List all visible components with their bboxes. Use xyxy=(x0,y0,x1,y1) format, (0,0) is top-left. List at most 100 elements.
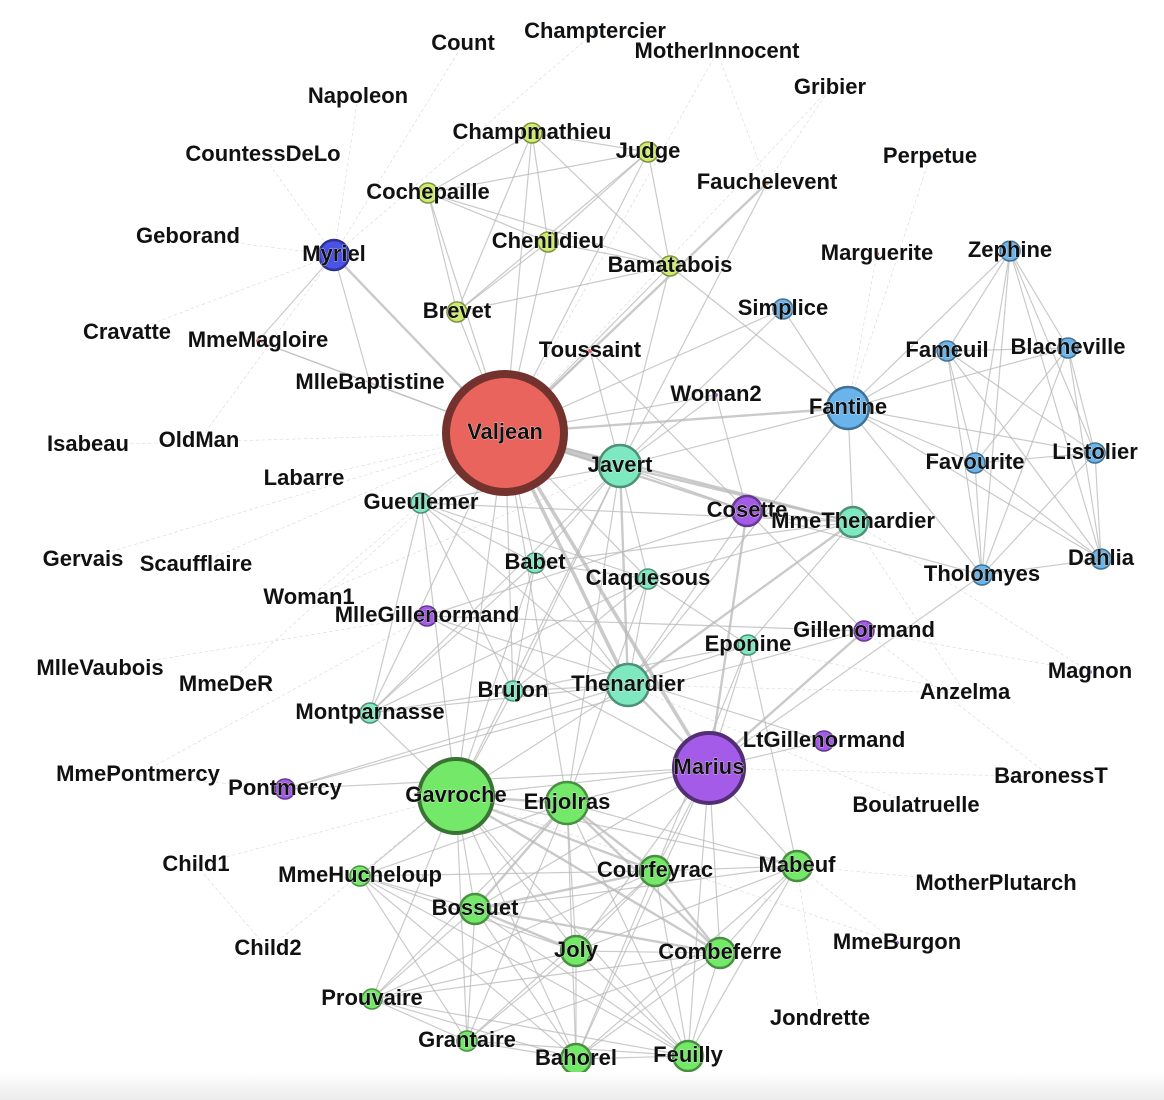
edge-fantine-zephine xyxy=(847,250,1011,409)
node-bossuet xyxy=(458,892,492,926)
node-myriel xyxy=(317,238,351,272)
node-combeferre xyxy=(703,936,737,970)
edge-marius-feuilly xyxy=(687,767,710,1057)
node-mlle-gillenormand xyxy=(416,605,438,627)
edge-valjean-mother-innocent xyxy=(504,51,718,434)
node-champmathieu xyxy=(521,122,543,144)
edge-courfeyrac-mabeuf xyxy=(654,865,798,872)
edge-valjean-marius xyxy=(503,431,711,770)
node-brujon xyxy=(502,680,524,702)
label-baroness-t: BaronessT xyxy=(994,763,1108,788)
edge-myriel-mlle-baptistine xyxy=(333,254,371,384)
label-champmathieu: Champmathieu xyxy=(453,119,612,144)
edge-cosette-toussaint xyxy=(589,350,748,512)
edge-cochepaille-chenildieu xyxy=(427,192,549,243)
edge-babet-montparnasse xyxy=(369,562,536,714)
edge-claquesous-brujon xyxy=(512,578,649,692)
edge-judge-cochepaille xyxy=(427,151,649,194)
edge-fameuil-favourite xyxy=(946,350,976,464)
label-boulatruelle: Boulatruelle xyxy=(852,792,979,817)
node-gueulemer xyxy=(410,492,432,514)
node-zephine xyxy=(999,240,1021,262)
edge-courfeyrac-bahorel xyxy=(575,870,656,1060)
edge-fantine-perpetue xyxy=(847,156,931,409)
label-thenardier: Thenardier xyxy=(571,671,685,696)
edge-claquesous-montparnasse xyxy=(369,578,649,714)
edge-marius-bossuet xyxy=(474,767,710,910)
label-gribier: Gribier xyxy=(794,74,867,99)
node-woman2 xyxy=(714,393,718,397)
edge-gavroche-mabeuf xyxy=(455,795,798,867)
label-mme-burgon: MmeBurgon xyxy=(833,929,961,954)
edge-combeferre-grantaire xyxy=(466,952,721,1042)
edge-favourite-tholomyes xyxy=(974,462,983,576)
node-fameuil xyxy=(936,340,958,362)
label-babet: Babet xyxy=(504,549,566,574)
edge-eponine-mabeuf xyxy=(747,644,798,867)
edge-champmathieu-brevet xyxy=(456,132,533,313)
edge-mme-thenardier-magnon xyxy=(852,521,1091,673)
edge-claquesous-eponine xyxy=(647,578,749,646)
label-cochepaille: Cochepaille xyxy=(366,179,489,204)
edge-chenildieu-brevet xyxy=(456,241,549,313)
edge-bahorel-feuilly xyxy=(575,1055,689,1060)
label-feuilly: Feuilly xyxy=(653,1042,723,1067)
edge-valjean-labarre xyxy=(303,432,506,480)
edge-thenardier-boulatruelle xyxy=(627,684,917,807)
edge-mlle-gillenormand-marius xyxy=(426,615,710,769)
edge-gillenormand-pontmercy xyxy=(284,630,865,790)
label-pontmercy: Pontmercy xyxy=(228,775,342,800)
node-mme-burgon xyxy=(895,941,899,945)
node-mme-hucheloup xyxy=(349,865,371,887)
edge-gavroche-grantaire xyxy=(455,795,468,1042)
edge-fauchelevent-javert xyxy=(619,182,768,467)
edge-favourite-dahlia xyxy=(974,462,1102,560)
label-bahorel: Bahorel xyxy=(535,1045,617,1070)
edge-child1-child2 xyxy=(195,864,269,950)
edge-cosette-gillenormand xyxy=(746,510,865,632)
edge-mabeuf-mme-burgon xyxy=(796,865,898,944)
node-valjean xyxy=(442,370,568,496)
node-claquesous xyxy=(637,568,659,590)
edge-thenardier-pontmercy xyxy=(284,684,629,790)
edge-bahorel-prouvaire xyxy=(371,998,577,1060)
edge-zephine-favourite xyxy=(974,250,1011,464)
node-fantine xyxy=(825,385,871,431)
edge-thenardier-anzelma xyxy=(627,684,966,694)
edge-listolier-dahlia xyxy=(1094,452,1102,560)
edge-grantaire-prouvaire xyxy=(371,998,468,1042)
edge-feuilly-prouvaire xyxy=(371,998,689,1057)
label-courfeyrac: Courfeyrac xyxy=(597,857,713,882)
label-tholomyes: Tholomyes xyxy=(924,561,1040,586)
edge-bahorel-mme-hucheloup xyxy=(359,875,577,1060)
edge-valjean-gervais xyxy=(82,432,506,561)
edge-gavroche-combeferre xyxy=(454,794,722,955)
edge-mme-thenardier-claquesous xyxy=(647,521,854,580)
edge-pontmercy-mme-pontmercy xyxy=(137,774,286,790)
edge-zephine-listolier xyxy=(1009,250,1096,454)
label-mlle-gillenormand: MlleGillenormand xyxy=(335,602,520,627)
label-mme-pontmercy: MmePontmercy xyxy=(56,761,221,786)
edge-zephine-dahlia xyxy=(1009,250,1102,560)
edge-gueulemer-montparnasse xyxy=(369,502,422,714)
edge-combeferre-bahorel xyxy=(575,952,721,1060)
label-anzelma: Anzelma xyxy=(920,679,1011,704)
edge-babet-claquesous xyxy=(534,562,649,580)
edge-champmathieu-chenildieu xyxy=(531,132,549,243)
edge-cochepaille-brevet xyxy=(427,192,458,313)
edge-fauchelevent-gribier xyxy=(766,87,831,184)
node-feuilly xyxy=(671,1039,705,1073)
edge-combeferre-mabeuf xyxy=(719,865,798,954)
label-prouvaire: Prouvaire xyxy=(321,985,423,1010)
node-cochepaille xyxy=(417,182,439,204)
label-labarre: Labarre xyxy=(264,465,345,490)
edge-gavroche-bahorel xyxy=(455,795,577,1060)
edge-javert-brujon xyxy=(512,465,621,692)
edge-myriel-cravatte xyxy=(126,254,335,334)
label-chenildieu: Chenildieu xyxy=(492,228,604,253)
label-fauchelevent: Fauchelevent xyxy=(697,169,838,194)
node-magnon xyxy=(1088,670,1092,674)
node-favourite xyxy=(964,452,986,474)
edge-mlle-gillenormand-mlle-vaubois xyxy=(99,615,428,670)
